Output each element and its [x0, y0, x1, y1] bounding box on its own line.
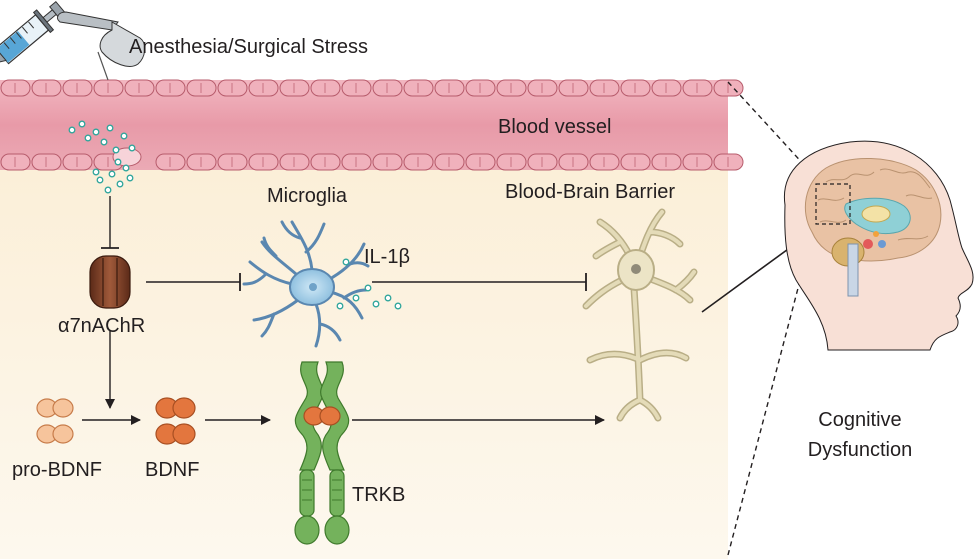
blood-vessel: [0, 79, 744, 171]
stress-label: Anesthesia/Surgical Stress: [129, 36, 369, 58]
inhibition-particles-to-receptor: [101, 196, 119, 249]
a7nachr-receptor: [89, 255, 131, 309]
scalpel-icon: [57, 11, 146, 81]
zoom-guide-lines: [727, 81, 819, 556]
vessel-wall-top: [0, 79, 744, 97]
head-profile-icon: [783, 140, 974, 351]
pro-bdnf-label: pro-BDNF: [12, 459, 103, 481]
zoom-region-box: [815, 183, 851, 225]
trkb-label: TRKB: [352, 484, 406, 506]
inhibition-il1b-to-neuron: [372, 273, 587, 291]
il1b-label: IL-1β: [364, 246, 410, 268]
outcome-label-line1: Cognitive: [818, 409, 902, 431]
anesthetic-particles: [68, 120, 136, 194]
il1b-particles: [336, 258, 402, 310]
bdnf-dimers: [155, 397, 196, 445]
bdnf-label: BDNF: [145, 459, 200, 481]
neuron-cell: [582, 208, 698, 422]
trkb-receptor: [294, 361, 350, 545]
vessel-wall-bottom: [0, 153, 744, 171]
receptor-label: α7nAChR: [58, 315, 146, 337]
bbb-label: Blood-Brain Barrier: [505, 181, 676, 203]
inhibition-receptor-to-microglia: [146, 273, 241, 291]
microglia-cell: [242, 220, 370, 348]
microglia-label: Microglia: [267, 185, 348, 207]
blood-vessel-label: Blood vessel: [498, 116, 612, 138]
pro-bdnf-dimers: [36, 398, 74, 444]
outcome-label-line2: Dysfunction: [807, 439, 913, 461]
syringe-icon: [0, 0, 66, 65]
brain-tissue-region: [0, 170, 728, 559]
